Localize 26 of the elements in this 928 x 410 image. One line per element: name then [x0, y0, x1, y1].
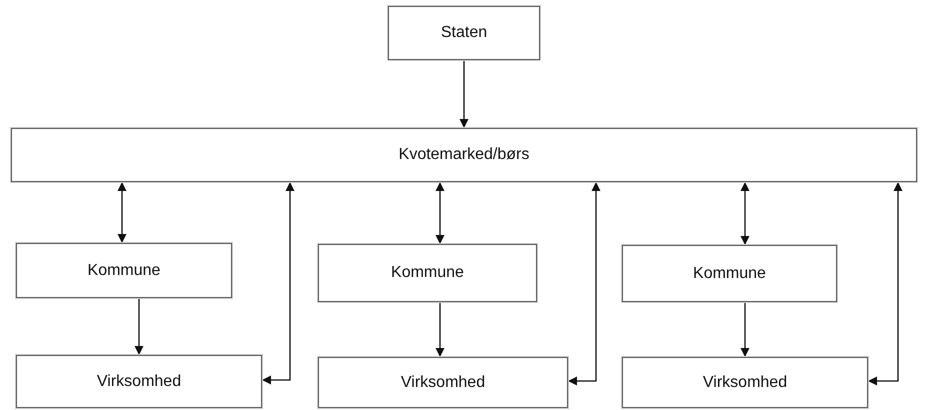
node-label: Virksomhed: [96, 372, 182, 390]
entity-box: [318, 357, 568, 408]
arrow: [118, 182, 126, 243]
node-label: Kommune: [391, 264, 464, 282]
node-label: Kvotemarked/børs: [398, 146, 530, 164]
entity-box: [16, 355, 262, 408]
entity-box: [388, 6, 540, 60]
node-label: Virksomhed: [702, 374, 788, 392]
market-bar: [11, 128, 917, 182]
node-label: Staten: [440, 24, 488, 42]
arrow: [868, 182, 902, 386]
entity-box: [622, 357, 868, 408]
node-label: Kommune: [693, 264, 766, 282]
arrow: [134, 298, 144, 355]
entity-box: [622, 245, 837, 302]
entity-box: [318, 244, 537, 302]
node-label: Kommune: [88, 262, 160, 280]
arrow: [740, 182, 750, 245]
arrow: [436, 182, 444, 244]
arrow: [262, 182, 294, 384]
node-label: Virksomhed: [400, 374, 486, 392]
arrow: [460, 60, 468, 128]
arrow: [568, 182, 600, 386]
entity-box: [16, 243, 232, 298]
arrow: [436, 302, 444, 357]
arrow: [740, 302, 750, 357]
